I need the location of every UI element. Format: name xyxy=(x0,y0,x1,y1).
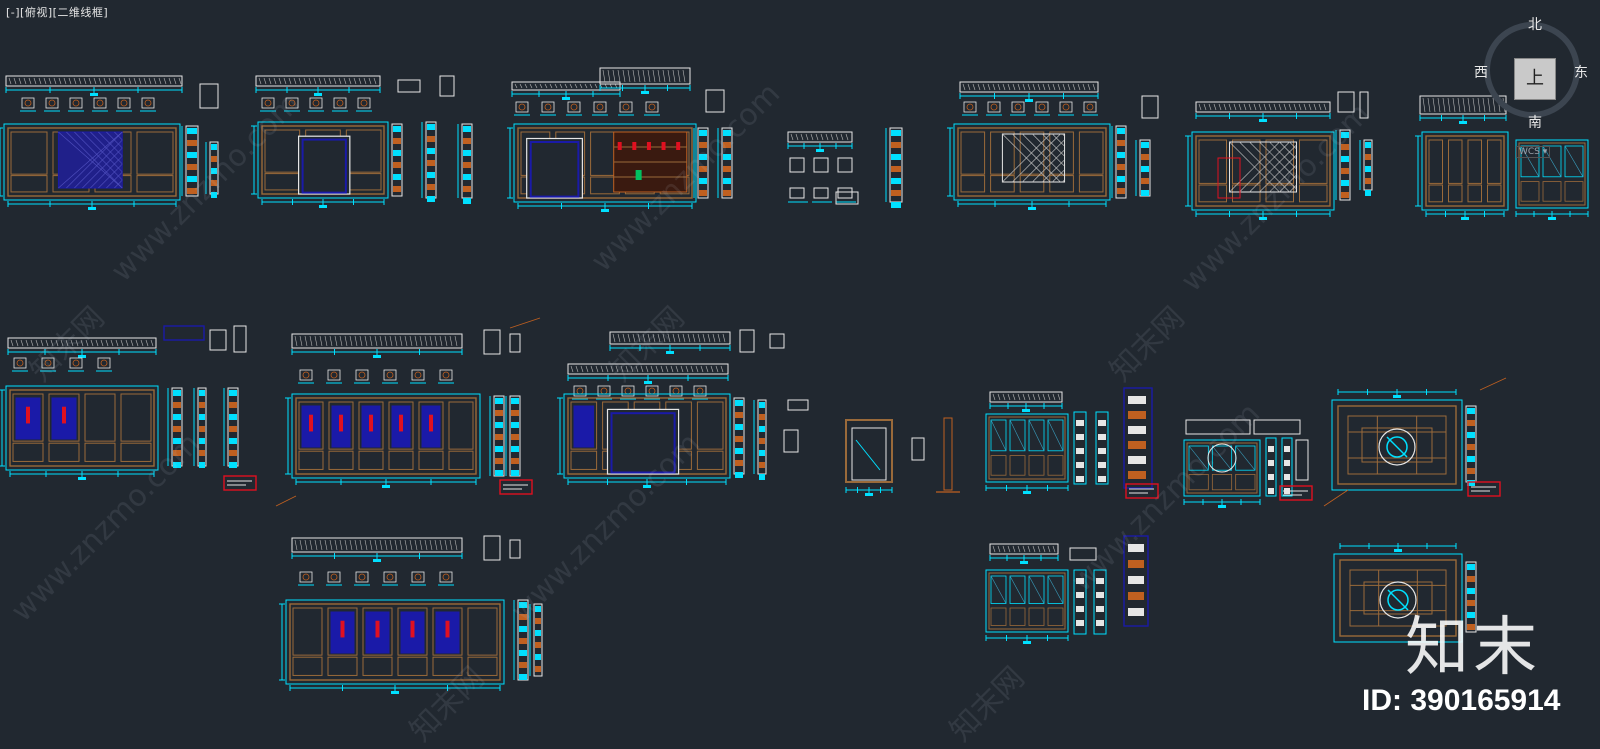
elevation-3[interactable] xyxy=(507,67,733,212)
ceiling-14[interactable] xyxy=(1323,377,1507,507)
compass-north-label[interactable]: 北 xyxy=(1528,17,1542,33)
viewcube-top-face[interactable]: 上 xyxy=(1514,58,1556,100)
elevation-5[interactable] xyxy=(947,81,1159,210)
ceiling-17[interactable] xyxy=(1333,543,1477,643)
elevation-6[interactable] xyxy=(1185,91,1373,220)
viewcube-ring[interactable] xyxy=(1484,22,1580,118)
compass-east-label[interactable]: 东 xyxy=(1574,65,1588,81)
elevation-1[interactable] xyxy=(0,75,219,210)
brand-id-text: ID: 390165914 xyxy=(1362,684,1561,717)
viewport-controls-label[interactable]: [-][俯视][二维线框] xyxy=(6,6,109,19)
ucs-menu[interactable]: WCS ▾ xyxy=(1516,146,1551,158)
elevation-15[interactable] xyxy=(279,535,543,694)
elevation-8[interactable] xyxy=(0,325,257,491)
doorframe-11[interactable] xyxy=(845,417,960,496)
compass-south-label[interactable]: 南 xyxy=(1528,115,1542,131)
compass-west-label[interactable]: 西 xyxy=(1474,65,1488,81)
details-4[interactable] xyxy=(787,127,903,208)
cabinet-12[interactable] xyxy=(985,387,1159,499)
cabinet-13[interactable] xyxy=(1183,419,1313,508)
elevation-9[interactable] xyxy=(275,317,541,507)
brand-logo: 知末 xyxy=(1405,611,1541,685)
elevation-7[interactable] xyxy=(1415,95,1589,220)
viewcube[interactable]: 北 南 东 西 上 xyxy=(1474,16,1590,131)
elevation-10[interactable] xyxy=(557,329,809,488)
cabinet-16[interactable] xyxy=(985,535,1149,644)
elevation-2[interactable] xyxy=(251,75,473,208)
